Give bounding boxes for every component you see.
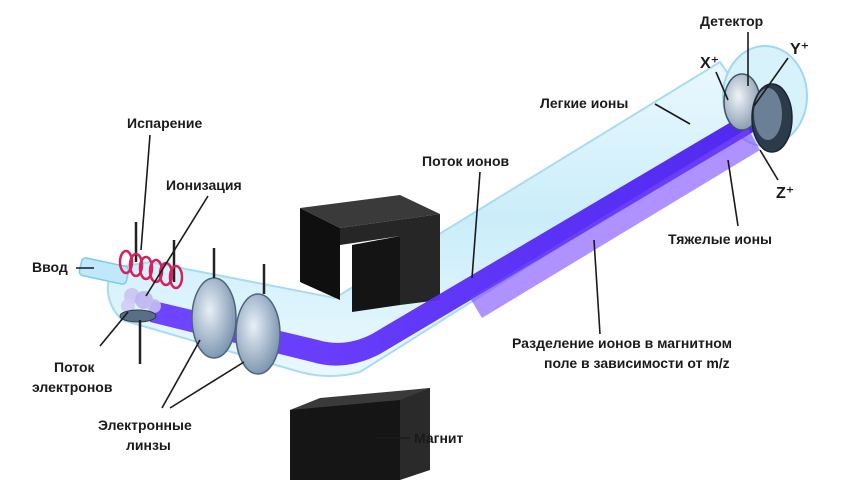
leader-legkie-iony [654,103,691,125]
label-ionizatsiya: Ионизация [166,177,242,193]
leader-linzy-2 [169,361,245,409]
ionization-cloud [121,288,161,313]
label-z-plus: Z⁺ [776,185,794,202]
leader-tyazhelye [727,159,739,227]
labels: Ввод Испарение Ионизация Поток электроно… [32,13,809,453]
label-potok-elektronov-line1: Поток [54,359,95,375]
leader-linzy-1 [161,339,201,409]
heavy-ion-branch [470,128,760,318]
electron-lens-2 [235,264,281,375]
label-potok-elektronov-line2: электронов [32,379,113,395]
label-detektor: Детектор [700,13,763,29]
leader-razdelenie [593,239,601,335]
label-vvod: Ввод [32,259,68,275]
label-y-plus: Y⁺ [790,41,809,58]
label-tyazhelye-iony: Тяжелые ионы [668,231,772,247]
label-linzy-line1: Электронные [98,417,192,433]
label-razdelenie-line1: Разделение ионов в магнитном [512,335,732,351]
label-legkie-iony: Легкие ионы [540,95,628,111]
label-x-plus: X⁺ [700,55,719,72]
leader-potok-ionov [471,171,481,279]
leader-x [715,71,729,101]
leader-potok-elektronov [99,311,129,347]
ion-beam [150,112,760,366]
leader-y [753,57,789,107]
detector [723,73,793,153]
leader-ionizatsiya [145,195,209,297]
input-pipe [78,257,130,285]
leader-isparenie [140,134,151,251]
electron-lens-1 [191,248,237,359]
leader-lines [76,32,789,439]
label-linzy-line2: линзы [126,437,171,453]
label-magnit: Магнит [414,430,464,446]
label-razdelenie-line2: поле в зависимости от m/z [544,355,730,371]
magnet [290,195,440,480]
label-isparenie: Испарение [127,115,202,131]
electron-emitter [119,309,157,364]
leader-z [759,149,779,181]
label-potok-ionov: Поток ионов [422,153,510,169]
